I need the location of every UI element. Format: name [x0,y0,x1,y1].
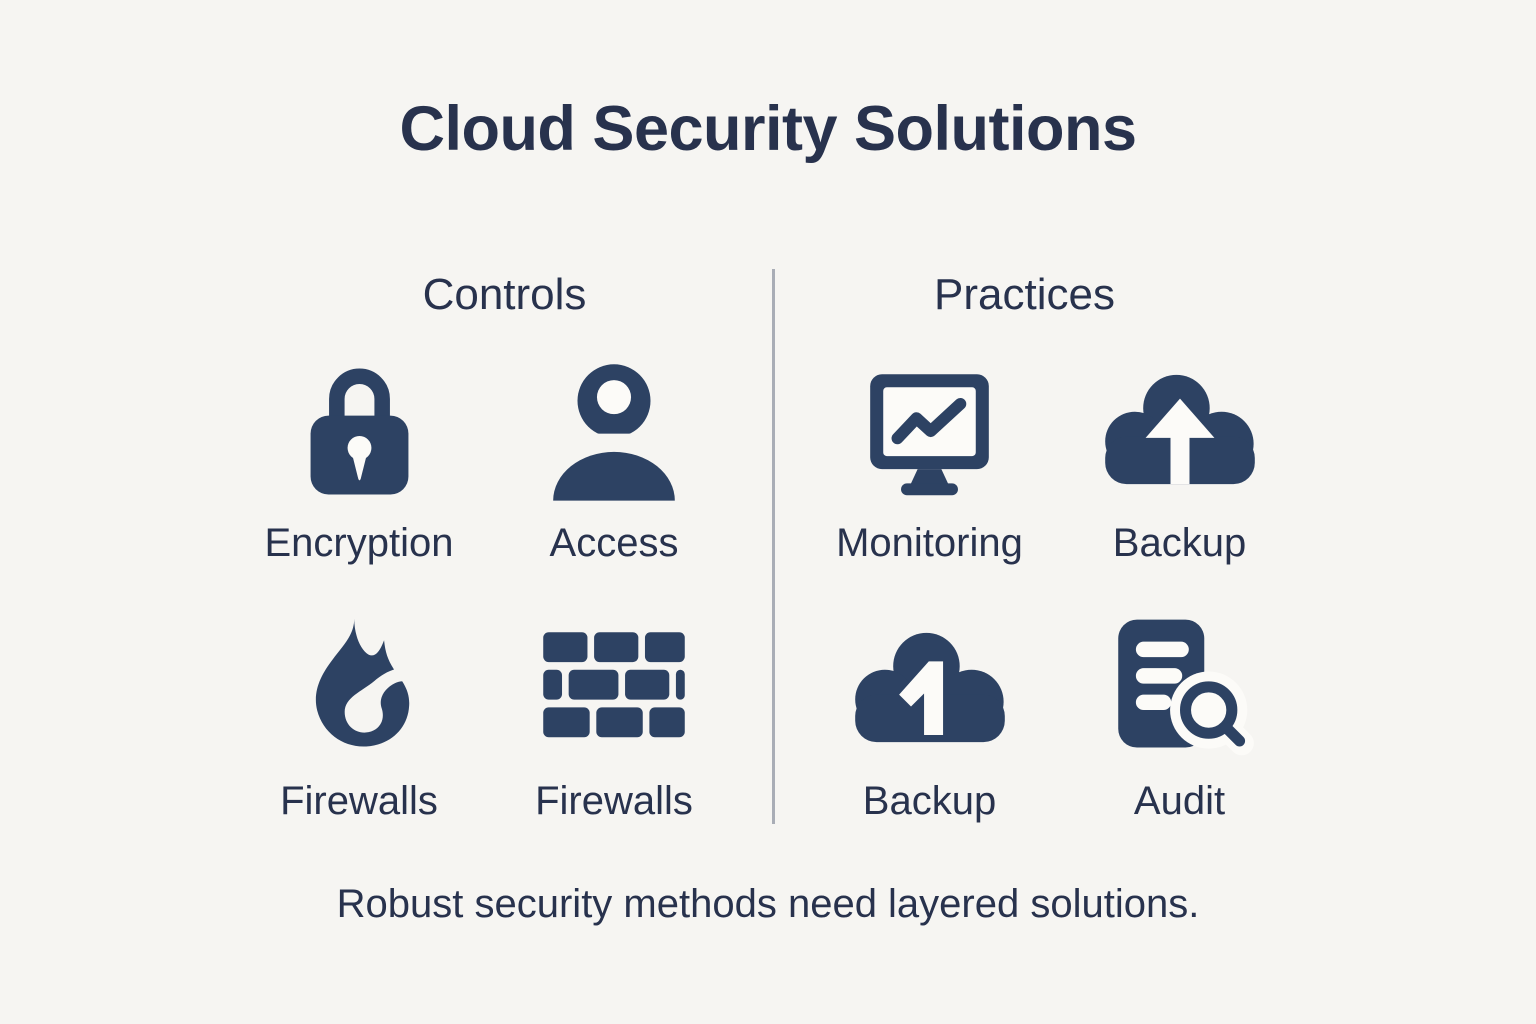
item-label: Audit [1133,778,1226,823]
column-header: Practices [934,270,1115,319]
cloud-upload-icon [1104,375,1255,485]
item-firewalls-wall: Firewalls [487,566,742,824]
lock-icon [310,368,408,495]
item-label: Access [549,520,679,565]
item-encryption: Encryption [232,322,487,566]
column-practices: Practices Monitoring [805,269,1305,824]
item-label: Firewalls [280,778,438,823]
flame-icon [315,618,417,747]
monitor-chart-icon [870,374,989,496]
item-monitoring: Monitoring [805,322,1055,566]
item-backup-one: Backup [805,566,1055,824]
item-label: Monitoring [836,520,1023,565]
controls-grid: Encryption Access [232,322,742,824]
person-icon [553,364,675,501]
columns-row: Controls Encryption [0,269,1536,824]
brick-wall-icon [543,632,685,738]
infographic-page: Cloud Security Solutions Controls Encryp… [0,98,1536,1024]
page-title: Cloud Security Solutions [399,94,1137,164]
item-backup-upload: Backup [1055,322,1305,566]
item-label: Encryption [264,520,454,565]
item-firewalls-flame: Firewalls [232,566,487,824]
practices-grid: Monitoring Backup [805,322,1305,824]
item-access: Access [487,322,742,566]
caption: Robust security methods need layered sol… [336,881,1200,926]
item-label: Backup [1112,520,1247,565]
cloud-number-one-icon [854,633,1005,743]
column-divider [771,269,775,824]
document-search-icon [1117,619,1254,756]
column-header: Controls [422,270,587,319]
column-controls: Controls Encryption [232,269,742,824]
item-label: Firewalls [535,778,693,823]
item-audit: Audit [1055,566,1305,824]
item-label: Backup [862,778,997,823]
